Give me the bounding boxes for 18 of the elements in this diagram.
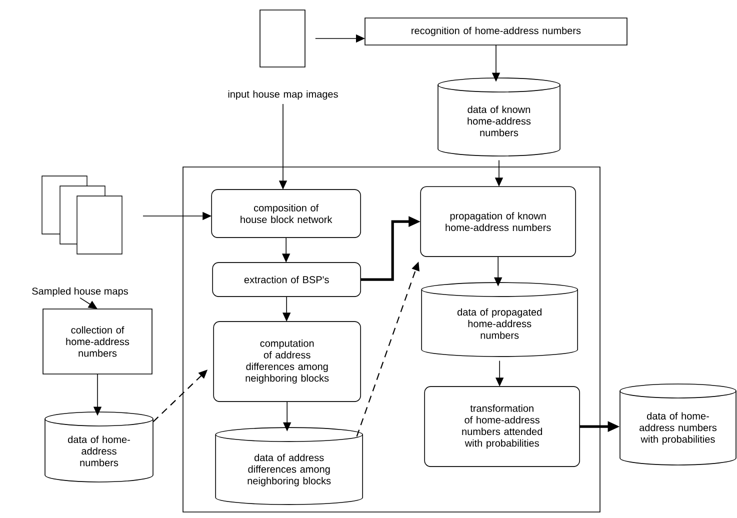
frame-box (182, 166, 600, 512)
process-box: recognition of home-address numbers (364, 18, 628, 46)
process-box: propagation of known home-address numbers (420, 186, 576, 257)
database-cylinder: data of address differences among neighboring blocks (215, 427, 363, 505)
process-box: extraction of BSP's (212, 262, 361, 297)
process-box: composition of house block network (211, 189, 361, 238)
database-cylinder: data of home-address numbers (44, 412, 154, 482)
page-outline (260, 10, 306, 68)
database-cylinder: data of home-address numbers with probabilities (620, 384, 736, 466)
caption: Sampled house maps (32, 287, 128, 297)
input-label: input house map images (228, 90, 338, 100)
database-cylinder: data of known home-address numbers (438, 78, 560, 156)
database-cylinder: data of propagated home-address numbers (421, 282, 578, 357)
document-stack-drawing (42, 176, 122, 254)
process-box: transformation of home-address numbers attended with probabilities (424, 386, 580, 467)
arrow (80, 297, 98, 309)
process-box: collection of home-address numbers (42, 308, 152, 374)
process-box: computation of address differences among neighboring blocks (213, 321, 361, 402)
